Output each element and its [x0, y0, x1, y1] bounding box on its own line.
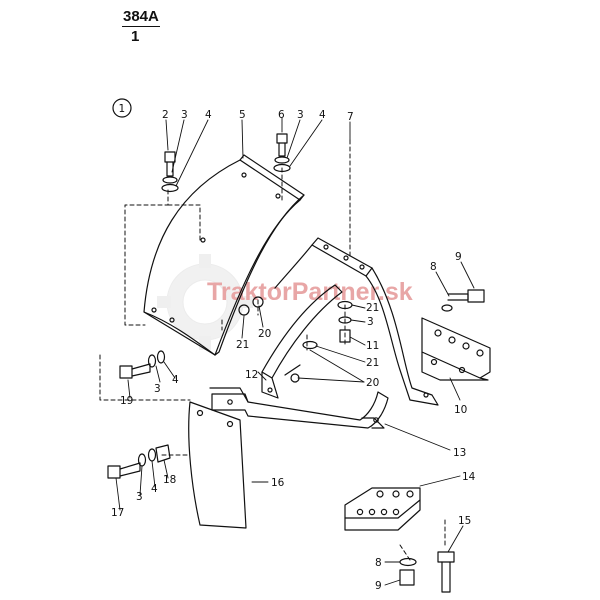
callout-4b: 4: [319, 109, 326, 121]
leader-lines: [115, 117, 475, 586]
callout-20a: 20: [258, 328, 271, 340]
callout-16: 16: [271, 477, 285, 489]
callout-18: 18: [163, 474, 176, 486]
callout-2a: 2: [162, 109, 169, 121]
callout-8b: 8: [375, 557, 382, 569]
bolt-6: [273, 133, 291, 173]
callout-3a: 3: [181, 109, 188, 121]
callout-5: 5: [239, 109, 246, 121]
bolt-17: [107, 444, 171, 479]
callout-12: 12: [245, 369, 258, 381]
callout-6: 6: [278, 109, 285, 121]
callout-8a: 8: [430, 261, 437, 273]
nuts-20-21-left: [238, 296, 264, 316]
watermark-text: TraktorPartner.sk: [207, 278, 413, 306]
callout-9a: 9: [455, 251, 462, 263]
callout-3c: 3: [367, 316, 374, 328]
callout-14: 14: [462, 471, 476, 483]
bolt-8-9-upper: [441, 289, 485, 312]
callout-7: 7: [347, 111, 354, 123]
mud-flap-16: [188, 401, 247, 529]
assembly-guides: [99, 139, 446, 561]
diagram-code: 384A: [122, 8, 160, 27]
callout-9b: 9: [375, 580, 382, 592]
stay-13: [209, 387, 389, 429]
callout-20b: 20: [366, 377, 379, 389]
angle-plate-14: [344, 487, 421, 531]
callout-3d: 3: [154, 383, 161, 395]
callout-19: 19: [120, 395, 133, 407]
callout-4d: 4: [151, 483, 158, 495]
sheet-number: 1: [131, 28, 140, 45]
support-arm-12: [261, 284, 343, 399]
figure-number-badge: 1: [112, 98, 132, 118]
callout-4a: 4: [205, 109, 212, 121]
bolt-19: [119, 350, 166, 379]
bolt-8-9-lower: [399, 557, 417, 586]
figure-number: 1: [119, 103, 126, 115]
callout-3e: 3: [136, 491, 143, 503]
callout-4c: 4: [172, 374, 179, 386]
callout-21c: 21: [366, 357, 379, 369]
callout-21b: 21: [236, 339, 249, 351]
mounting-plate-10: [421, 317, 491, 381]
callout-labels: 2 3 4 5 6 3 4 7 9 8 21 20 21 3 11 21 12 …: [111, 109, 476, 592]
callout-21a: 21: [366, 302, 379, 314]
callout-13: 13: [453, 447, 466, 459]
fender-shell: [143, 154, 305, 356]
bracket-7: [274, 237, 439, 406]
callout-10: 10: [454, 404, 467, 416]
callout-17: 17: [111, 507, 124, 519]
callout-3b: 3: [297, 109, 304, 121]
callout-11: 11: [366, 340, 379, 352]
bolt-15: [437, 551, 455, 593]
callout-15: 15: [458, 515, 471, 527]
